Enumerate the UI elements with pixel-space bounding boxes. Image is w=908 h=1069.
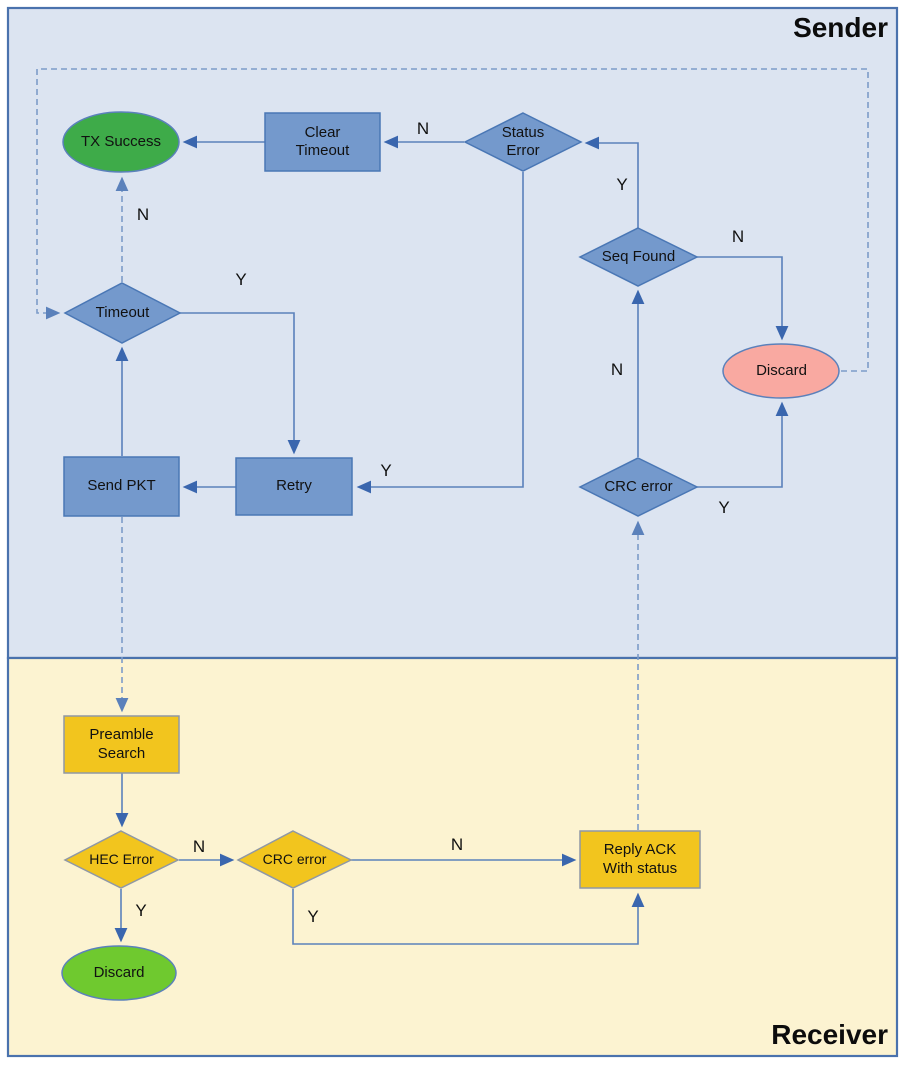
seqfound-shape [578, 227, 699, 287]
preamble-shape [63, 715, 180, 774]
edge-seqfound-to-statuserror [584, 136, 639, 228]
edge-crcerror-to-replyack-bottom [292, 889, 645, 945]
edge-seqfound-to-discard [697, 256, 789, 341]
edge-timeout-to-retry [180, 312, 301, 455]
crcerror-sender-shape [578, 457, 699, 517]
timeout-shape [63, 282, 182, 344]
statuserror-shape [463, 112, 583, 172]
retry-shape [235, 457, 353, 516]
txsuccess-shape [62, 111, 180, 173]
edge-crcerror-to-discard [697, 401, 789, 488]
sender-region [6, 6, 899, 660]
crcerror-receiver-shape [236, 830, 353, 889]
discard-sender-shape [722, 343, 840, 399]
edge-discard-to-timeout-dashed [36, 68, 869, 372]
replyack-shape [579, 830, 701, 889]
discard-receiver-shape [61, 945, 177, 1001]
sendpkt-shape [63, 456, 180, 517]
cleartimeout-shape [264, 112, 381, 172]
hecerror-shape [63, 830, 180, 889]
edge-statuserror-to-retry [356, 172, 524, 494]
